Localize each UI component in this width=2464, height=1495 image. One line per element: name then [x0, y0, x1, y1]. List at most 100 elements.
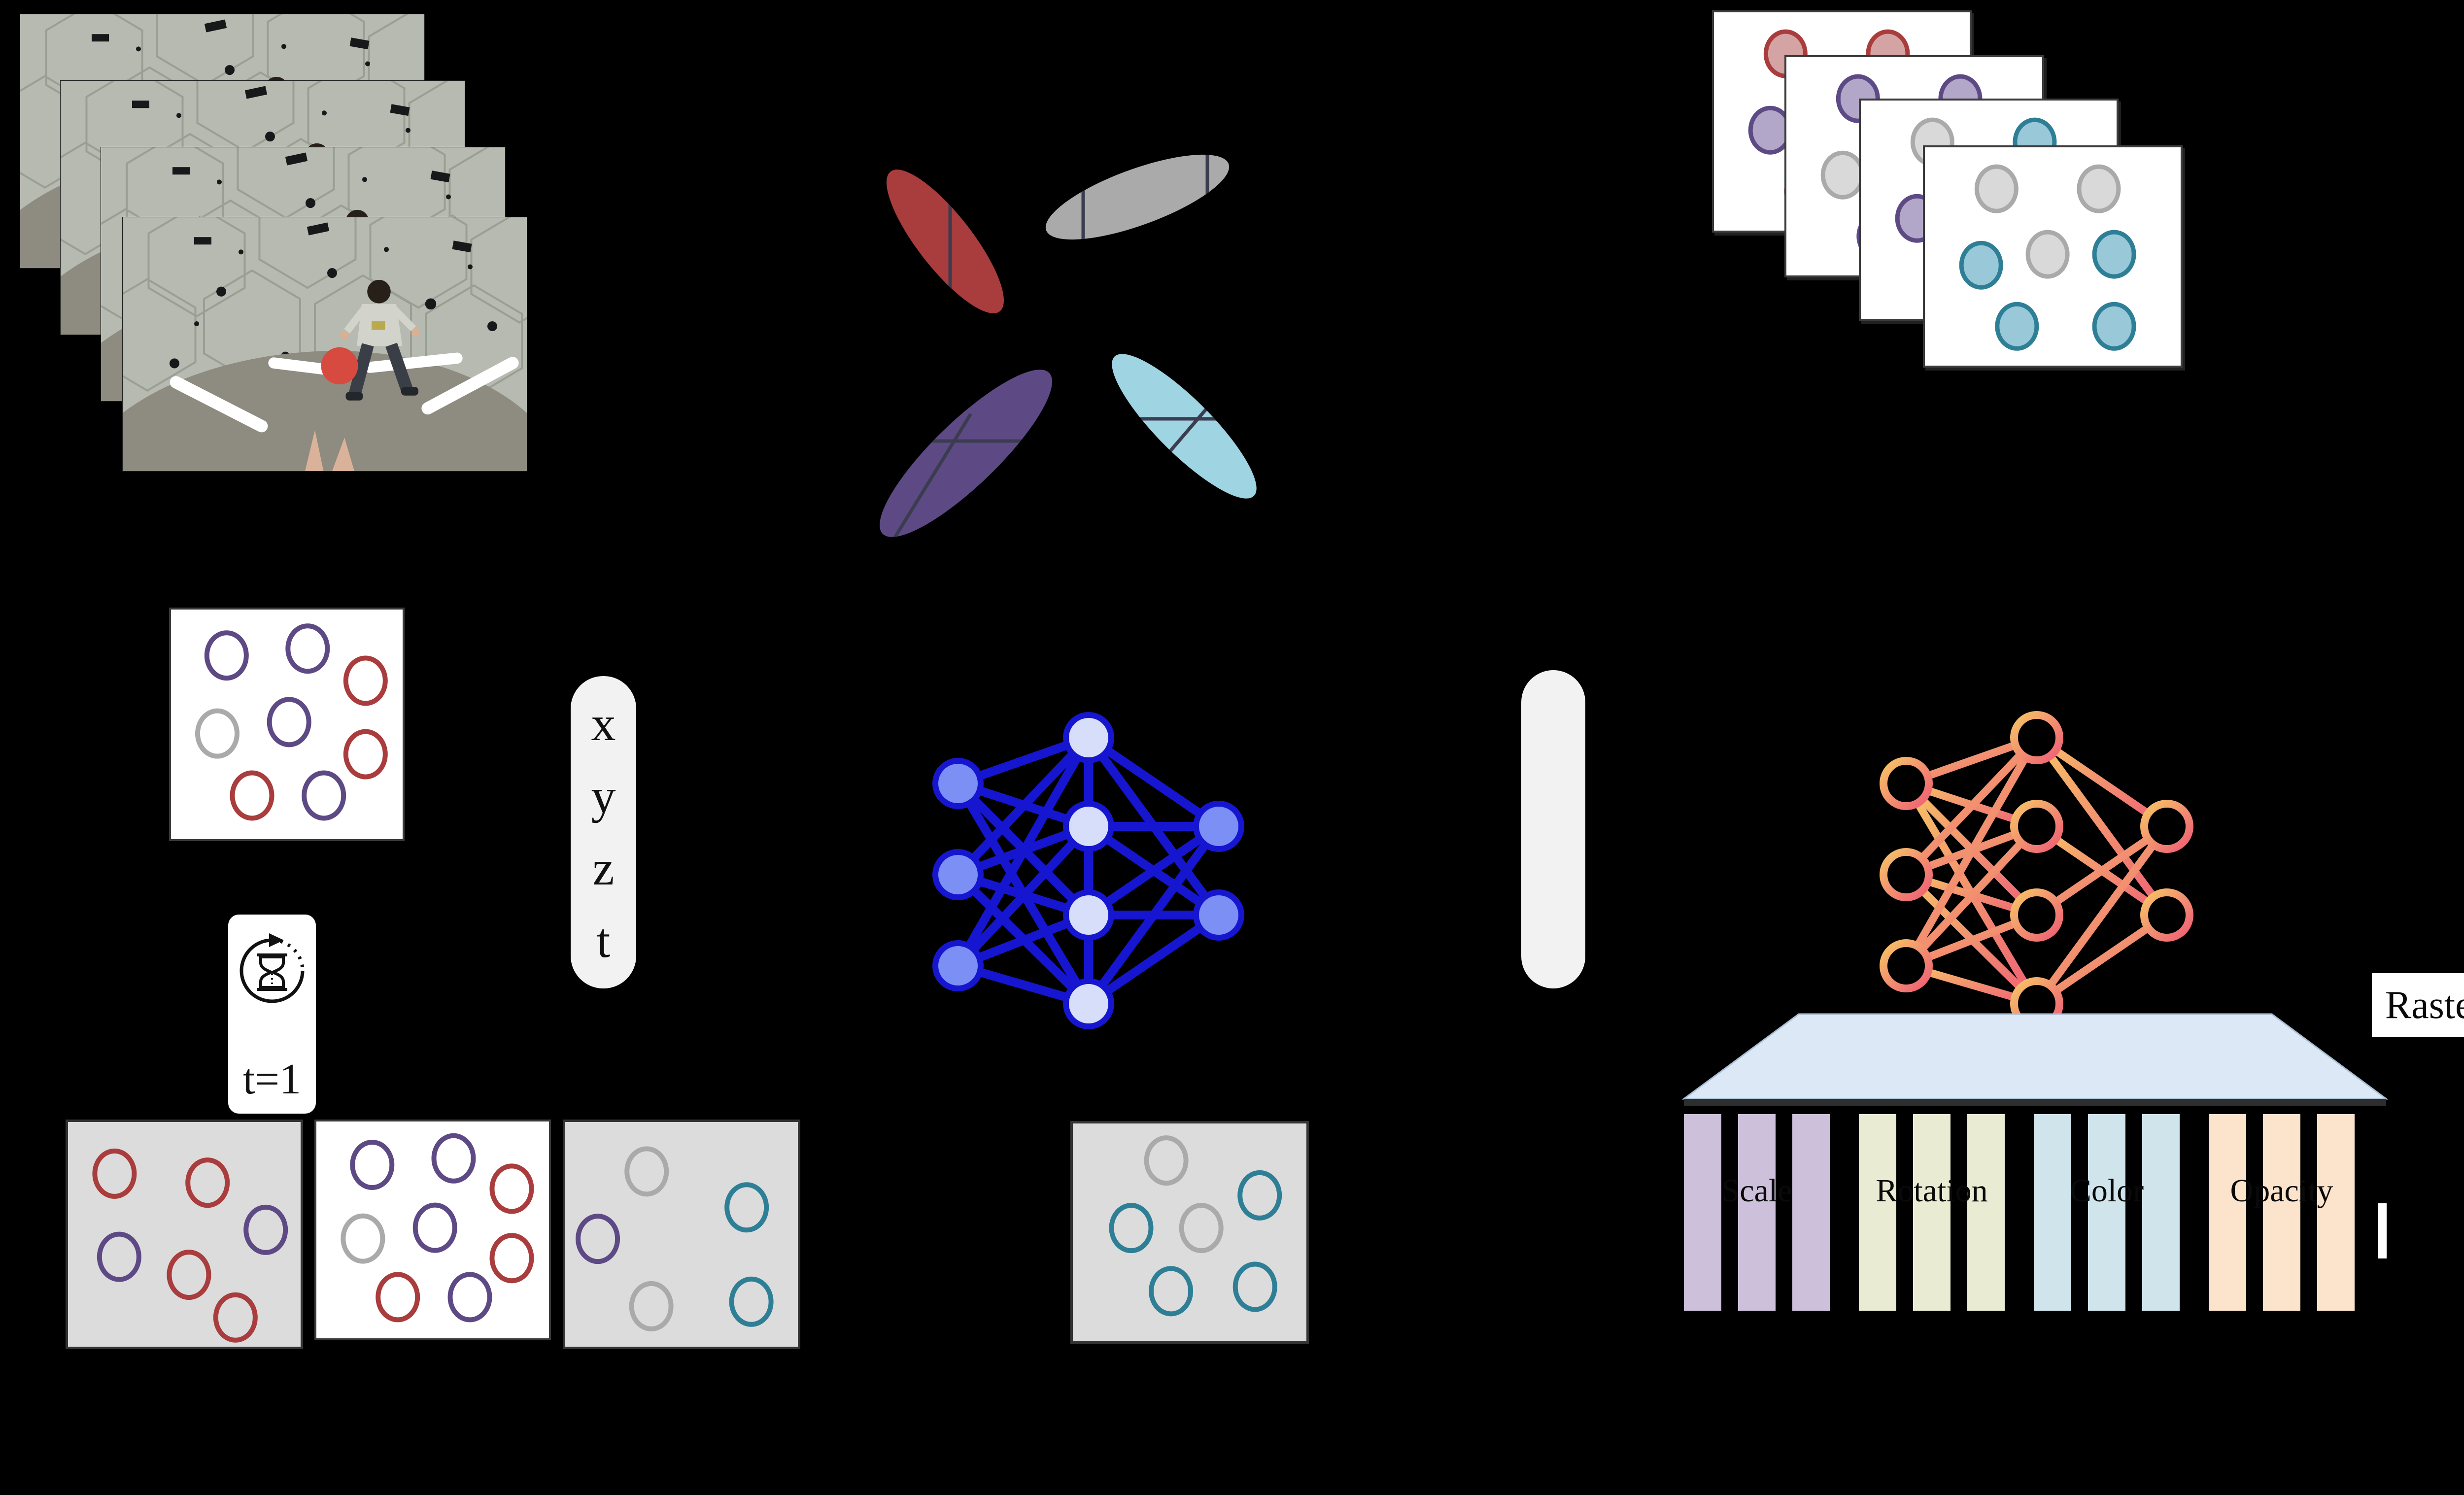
- gaussian-ring: [1149, 1266, 1194, 1317]
- gaussian-ring: [489, 1163, 534, 1214]
- mlp-edge: [954, 735, 1093, 968]
- gaussian-ellipse: [1045, 154, 1230, 240]
- canonical-circles-bottom: [341, 1133, 534, 1323]
- gaussian-ring: [185, 1157, 230, 1208]
- splat-dot: [2025, 230, 2070, 279]
- xyzt-input-pill: x y z t: [571, 676, 636, 988]
- attribute-bar: [2317, 1114, 2355, 1311]
- attribute-label-scale: Scale: [1721, 1173, 1792, 1209]
- attribute-bar: [1684, 1114, 1721, 1311]
- mlp-edge: [1903, 735, 2040, 878]
- attribute-label-rotation: Rotation: [1876, 1173, 1988, 1209]
- splat-dot: [1820, 150, 1865, 200]
- attribute-bar-group-opacity: Opacity: [2209, 1114, 2355, 1311]
- splat-dot: [1959, 240, 2003, 290]
- mlp-edge: [1903, 823, 2040, 969]
- mlp-edge: [1085, 823, 1223, 1007]
- canonical-gaussians-box: [169, 608, 405, 841]
- gaussian-ring: [412, 1202, 457, 1253]
- gaussian-ring: [724, 1182, 769, 1233]
- attribute-bar: [1913, 1114, 1951, 1311]
- projection-trapezoid: [1681, 1013, 2389, 1106]
- time-value-label: t=1: [242, 1055, 302, 1103]
- coord-x-label: x: [591, 696, 616, 751]
- gaussian-ring: [343, 655, 388, 706]
- gaussian-ring: [97, 1231, 141, 1282]
- mlp-node: [932, 758, 984, 809]
- coord-y-label: y: [591, 768, 616, 823]
- gaussian-ring: [350, 1140, 395, 1190]
- mlp-node: [1880, 757, 1933, 810]
- gaussian-ring: [343, 729, 388, 780]
- mlp-node: [1063, 889, 1114, 941]
- splat-dot: [1974, 164, 2019, 213]
- mlp-node: [2010, 711, 2063, 764]
- attribute-bar-group-scale: Scale: [1684, 1114, 1830, 1311]
- gaussian-ellipsoid-cluster: [860, 143, 1273, 543]
- mlp-edge: [1903, 736, 2040, 968]
- mlp-node: [1880, 848, 1933, 901]
- gaussian-ring: [1237, 1170, 1282, 1221]
- deformed-gaussians-box-2: [563, 1120, 800, 1349]
- mlp-node: [2010, 800, 2063, 853]
- gaussian-ring: [489, 1233, 534, 1284]
- gaussian-ring: [302, 770, 346, 821]
- mlp-edge: [1086, 734, 1222, 830]
- gaussian-ring: [1179, 1203, 1224, 1254]
- attribute-bar: [1859, 1114, 1896, 1311]
- splat-frame: [1923, 145, 2183, 368]
- dome-scene-image: [123, 217, 527, 471]
- attribute-bar: [2263, 1114, 2300, 1311]
- gaussian-wire-line: [890, 413, 972, 543]
- tick-mark: [2378, 1203, 2387, 1258]
- mlp-node: [1193, 889, 1244, 941]
- deformation-mlp: [932, 712, 1244, 1029]
- gaussian-ring: [1109, 1203, 1154, 1254]
- gaussian-ring: [285, 623, 330, 674]
- attribute-bar: [2209, 1114, 2246, 1311]
- attribute-label-color: Color: [2069, 1173, 2144, 1209]
- attribute-bar: [2034, 1114, 2071, 1311]
- splat-dot: [2092, 302, 2136, 351]
- gaussian-ring: [213, 1292, 258, 1343]
- mlp-edge: [955, 734, 1092, 878]
- deformed-gaussians-box-1: [66, 1120, 303, 1349]
- mlp-node: [932, 849, 984, 900]
- gaussian-ring: [92, 1148, 137, 1199]
- latent-feature-pill: [1521, 670, 1585, 988]
- mlp-node: [1880, 939, 1933, 992]
- input-video-stack: [0, 0, 542, 493]
- attribute-bar: [1738, 1114, 1776, 1311]
- attribute-bar: [2088, 1114, 2125, 1311]
- mlp-node: [1063, 978, 1114, 1029]
- rasterizer-label: Rasterizer: [2385, 983, 2464, 1027]
- gaussian-ring: [431, 1133, 476, 1184]
- gaussian-ring: [729, 1276, 774, 1327]
- splat-circles: [1959, 164, 2136, 351]
- mlp-edge: [1086, 822, 1222, 919]
- attribute-bar: [1967, 1114, 2005, 1311]
- hourglass-icon: [240, 933, 305, 1003]
- gaussian-ellipse: [1112, 354, 1257, 499]
- decoded-circles: [1109, 1135, 1282, 1317]
- attribute-bar-group-color: Color: [2034, 1114, 2180, 1311]
- attribute-bar: [1792, 1114, 1830, 1311]
- mlp-edge: [955, 823, 1092, 969]
- splat-dot: [2077, 164, 2121, 213]
- gaussian-ellipse: [880, 370, 1052, 537]
- gaussian-ring: [1232, 1261, 1277, 1312]
- gaussian-ring: [167, 1250, 211, 1300]
- gaussian-ring: [267, 697, 311, 748]
- gaussian-ring: [447, 1272, 492, 1323]
- mlp-edge: [1086, 911, 1222, 1008]
- mlp-node: [2140, 800, 2193, 853]
- mlp-node: [1063, 801, 1114, 852]
- gaussian-ring: [243, 1204, 288, 1255]
- splat-dot: [2092, 230, 2136, 279]
- gaussian-ring: [629, 1281, 674, 1331]
- timestamp-card: t=1: [228, 915, 316, 1114]
- canonical-gaussians-box-bottom: [314, 1120, 551, 1340]
- gaussian-ring: [230, 770, 274, 821]
- coord-z-label: z: [592, 841, 615, 896]
- input-video-frame: [122, 217, 527, 472]
